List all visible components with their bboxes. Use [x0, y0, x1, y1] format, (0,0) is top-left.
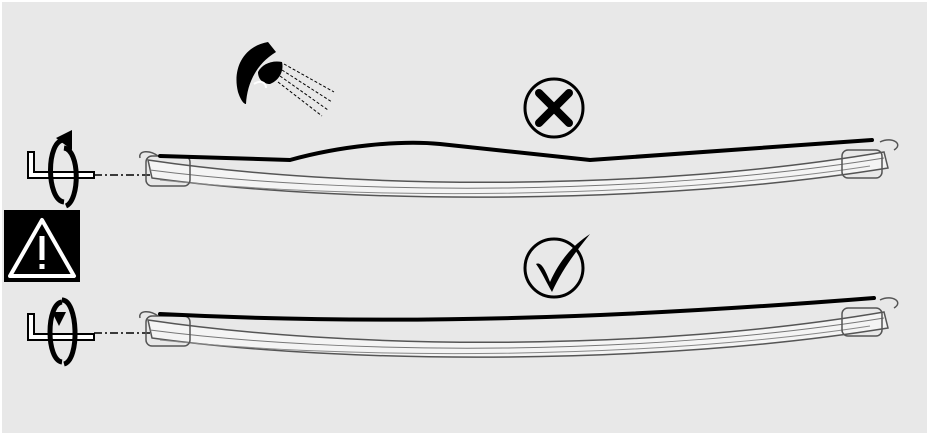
counterclockwise-rotation-arrow-icon — [47, 297, 78, 367]
check-circle-icon — [523, 234, 590, 299]
wiper-blade-incorrect — [139, 138, 899, 198]
warning-triangle-icon — [4, 210, 80, 282]
hex-key-icon — [27, 151, 95, 179]
eye-inspection-icon — [236, 42, 335, 117]
wiper-blade-correct — [139, 296, 899, 358]
clockwise-rotation-arrow-icon — [48, 130, 79, 209]
hex-key-icon — [27, 313, 95, 341]
cross-circle-icon — [523, 77, 585, 139]
